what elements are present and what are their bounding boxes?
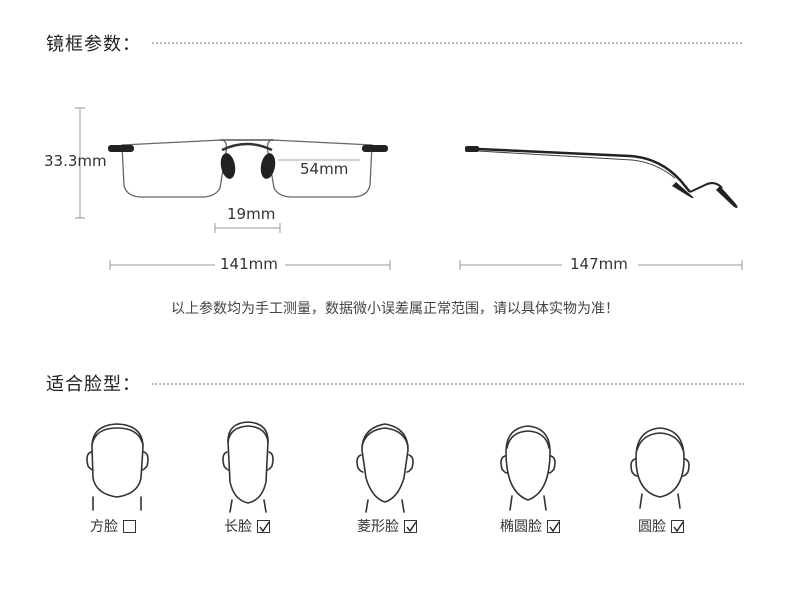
frame-width-label: 141mm — [220, 255, 278, 273]
checkbox-checked-icon — [257, 519, 270, 533]
face-label-text: 圆脸 — [638, 519, 666, 535]
face-shape-title: 适合脸型： — [46, 374, 141, 395]
frame-width-guide — [109, 260, 391, 270]
face-oval — [500, 425, 556, 511]
bridge-width-label: 19mm — [227, 205, 276, 223]
face-label-text: 长脸 — [224, 519, 252, 535]
face-long — [222, 421, 274, 513]
face-label-text: 菱形脸 — [357, 519, 399, 535]
face-illustrations — [86, 421, 690, 513]
section-divider — [152, 383, 744, 385]
checkbox-unchecked-icon — [123, 519, 136, 533]
temple-side-view — [465, 146, 738, 208]
face-diamond — [356, 423, 414, 513]
front-view-glasses — [121, 139, 373, 198]
face-label-text: 椭圆脸 — [500, 519, 542, 535]
temple-length-guide — [459, 260, 743, 270]
face-label-square: 方脸 — [90, 516, 136, 536]
bridge-width-guide — [214, 223, 281, 233]
face-label-oval: 椭圆脸 — [500, 516, 560, 536]
lens-height-guide — [75, 107, 85, 219]
checkbox-checked-icon — [671, 519, 684, 533]
measurement-note: 以上参数均为手工测量，数据微小误差属正常范围，请以具体实物为准！ — [171, 301, 619, 317]
face-label-round: 圆脸 — [638, 516, 684, 536]
face-round — [630, 427, 690, 509]
face-label-text: 方脸 — [90, 519, 118, 535]
section-divider — [152, 42, 742, 44]
face-square — [86, 423, 149, 511]
lens-width-label: 54mm — [300, 160, 349, 178]
checkbox-checked-icon — [547, 519, 560, 533]
face-label-long: 长脸 — [224, 516, 270, 536]
checkbox-checked-icon — [404, 519, 417, 533]
lens-height-label: 33.3mm — [44, 152, 107, 170]
frame-params-title: 镜框参数： — [46, 34, 141, 55]
face-label-diamond: 菱形脸 — [357, 516, 417, 536]
temple-length-label: 147mm — [570, 255, 628, 273]
